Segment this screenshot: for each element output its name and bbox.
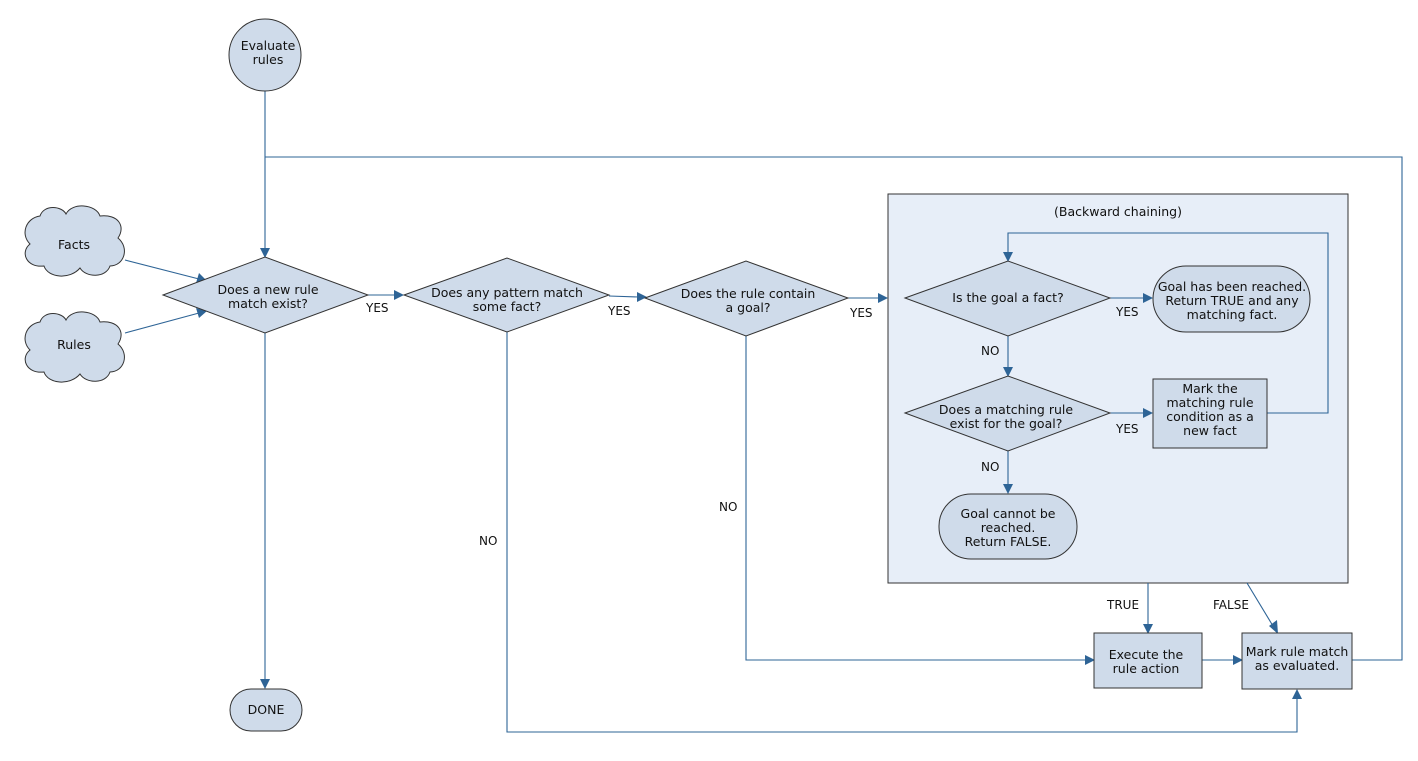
edge-label-no-matching-rule: NO [981,460,999,474]
contain-goal-line-1: Does the rule contain [681,286,816,301]
new-rule-match-line-1: Does a new rule [217,282,318,297]
new-rule-match-line-2: match exist? [228,296,308,311]
evaluate-rules-node: Evaluate rules [228,18,302,92]
is-goal-fact-label: Is the goal a fact? [952,290,1063,305]
goal-reached-line-2: Return TRUE and any [1165,293,1299,308]
edge-label-yes-contain-goal: YES [849,306,873,320]
edge-label-false: FALSE [1213,598,1249,612]
mark-condition-line-1: Mark the [1182,381,1238,396]
cannot-reach-line-3: Return FALSE. [965,534,1052,549]
mark-evaluated-line-1: Mark rule match [1246,644,1349,659]
contain-goal-line-2: a goal? [726,300,771,315]
facts-cloud: Facts [24,205,125,277]
new-rule-match-decision: Does a new rule match exist? [161,256,370,334]
mark-evaluated-node: Mark rule match as evaluated. [1241,632,1353,690]
mark-evaluated-line-2: as evaluated. [1255,658,1339,673]
goal-cannot-reach-node: Goal cannot be reached. Return FALSE. [938,493,1078,560]
edge-label-true: TRUE [1106,598,1139,612]
edge-label-yes-matching-rule: YES [1115,422,1139,436]
done-label: DONE [248,702,285,717]
backward-chaining-title: (Backward chaining) [1054,204,1182,219]
execute-line-2: rule action [1113,661,1180,676]
goal-reached-line-3: matching fact. [1187,307,1278,322]
edge-label-no-pattern: NO [479,534,497,548]
mark-condition-node: Mark the matching rule condition as a ne… [1152,378,1268,449]
done-terminator: DONE [229,688,303,732]
evaluate-rules-line-1: Evaluate [241,38,296,53]
facts-label: Facts [58,237,90,252]
edge-label-yes-new-match: YES [365,301,389,315]
pattern-match-line-1: Does any pattern match [431,285,583,300]
edge-label-no-contain-goal: NO [719,500,737,514]
cannot-reach-line-1: Goal cannot be [961,506,1056,521]
contain-goal-decision: Does the rule contain a goal? [643,260,850,337]
matching-rule-line-1: Does a matching rule [939,402,1073,417]
execute-action-node: Execute the rule action [1093,632,1203,689]
pattern-match-decision: Does any pattern match some fact? [402,257,611,333]
connectors [124,91,1403,733]
goal-reached-node: Goal has been reached. Return TRUE and a… [1152,265,1311,333]
goal-reached-line-1: Goal has been reached. [1158,279,1306,294]
matching-rule-line-2: exist for the goal? [950,416,1063,431]
edge-label-yes-pattern: YES [607,304,631,318]
mark-condition-line-4: new fact [1183,423,1237,438]
is-goal-fact-decision: Is the goal a fact? [903,260,1112,337]
evaluate-rules-line-2: rules [253,52,284,67]
mark-condition-line-2: matching rule [1166,395,1253,410]
mark-condition-line-3: condition as a [1166,409,1254,424]
rules-label: Rules [57,337,91,352]
pattern-match-line-2: some fact? [473,299,541,314]
matching-rule-decision: Does a matching rule exist for the goal? [903,375,1112,452]
cannot-reach-line-2: reached. [981,520,1036,535]
rules-cloud: Rules [24,311,125,383]
edge-label-no-is-fact: NO [981,344,999,358]
edge-label-yes-is-fact: YES [1115,305,1139,319]
execute-line-1: Execute the [1109,647,1184,662]
